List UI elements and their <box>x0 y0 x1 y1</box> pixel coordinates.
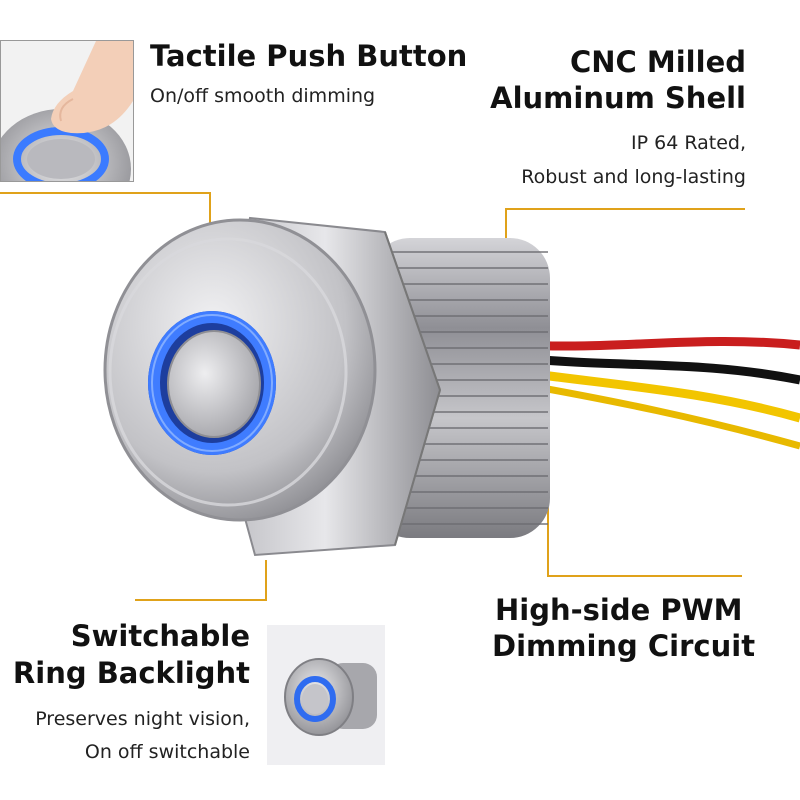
callout-line-shell-h <box>505 208 745 210</box>
ring-title-line2: Ring Backlight <box>12 656 250 690</box>
shell-desc-line2: Robust and long-lasting <box>521 166 746 188</box>
tactile-title: Tactile Push Button <box>150 39 468 73</box>
shell-title-line2: Aluminum Shell <box>490 81 746 115</box>
shell-desc-line1: IP 64 Rated, <box>631 132 746 154</box>
finger-press-icon <box>1 41 133 181</box>
callout-line-pwm-h <box>547 575 742 577</box>
inset-finger-press <box>0 40 134 182</box>
callout-line-ring-h <box>135 599 267 601</box>
callout-line-shell-v <box>505 208 507 266</box>
ring-desc-line1: Preserves night vision, <box>35 708 250 730</box>
ring-title-line1: Switchable <box>70 619 250 653</box>
callout-line-tactile-h <box>0 192 210 194</box>
callout-line-tactile-v <box>209 192 211 224</box>
callout-line-pwm-v <box>547 470 549 576</box>
shell-title-line1: CNC Milled <box>569 45 746 79</box>
pwm-title-line1: High-side PWM <box>495 593 743 627</box>
ring-backlight-icon <box>284 658 377 736</box>
inset-ring-backlight <box>267 625 385 765</box>
callout-line-ring-v <box>265 560 267 600</box>
pwm-title-line2: Dimming Circuit <box>492 629 756 663</box>
tactile-desc: On/off smooth dimming <box>150 85 376 107</box>
ring-desc-line2: On off switchable <box>84 741 250 763</box>
